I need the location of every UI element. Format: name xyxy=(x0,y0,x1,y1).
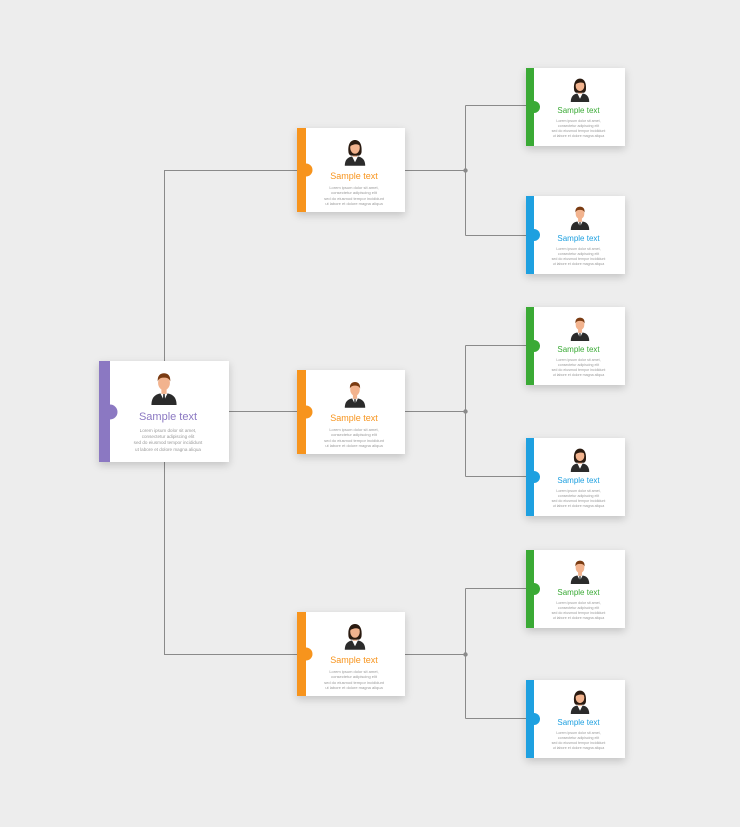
card-description-line: ut labore et dolore magna aliqua xyxy=(552,372,605,377)
card-description: Lorem ipsum dolor sit amet,consectetur a… xyxy=(526,247,625,266)
card-description-line: Lorem ipsum dolor sit amet, xyxy=(556,358,601,362)
card-description-line: ut labore et dolore magna aliqua xyxy=(552,261,605,266)
card-description-line: ut labore et dolore magna aliqua xyxy=(325,201,383,207)
card-title: Sample text xyxy=(330,655,378,665)
male-avatar-icon xyxy=(569,559,591,584)
card-description-line: sed do eiusmod tempor incididunt xyxy=(551,498,606,503)
card-description: Lorem ipsum dolor sit amet,consectetur a… xyxy=(526,731,625,750)
card-description-line: Lorem ipsum dolor sit amet, xyxy=(139,428,197,433)
card-description-line: sed do eiusmod tempor incididunt xyxy=(133,440,203,446)
card-description-line: Lorem ipsum dolor sit amet, xyxy=(556,119,601,123)
card-connector-nub xyxy=(102,404,118,419)
female-avatar-icon xyxy=(569,77,591,102)
card-description-line: consectetur adipiscing elit xyxy=(557,362,600,367)
card-description-line: ut labore et dolore magna aliqua xyxy=(552,133,605,138)
card-title: Sample text xyxy=(330,413,378,423)
card-description-line: sed do eiusmod tempor incididunt xyxy=(551,367,606,372)
card-description-line: Lorem ipsum dolor sit amet, xyxy=(556,731,601,735)
card-description-line: sed do eiusmod tempor incididunt xyxy=(324,195,384,201)
card-description: Lorem ipsum dolor sit amet,consectetur a… xyxy=(526,601,625,620)
female-avatar-icon xyxy=(569,447,591,472)
card-description: Lorem ipsum dolor sit amet,consectetur a… xyxy=(526,119,625,138)
card-description: Lorem ipsum dolor sit amet,consectetur a… xyxy=(297,669,405,691)
card-description-line: ut labore et dolore magna aliqua xyxy=(552,745,605,750)
card-description-line: Lorem ipsum dolor sit amet, xyxy=(329,427,379,432)
card-description-line: sed do eiusmod tempor incididunt xyxy=(551,256,606,261)
card-connector-nub xyxy=(299,405,313,419)
card-title: Sample text xyxy=(557,718,600,727)
card-title: Sample text xyxy=(557,476,600,485)
card-description-line: consectetur adipiscing elit xyxy=(331,190,377,196)
card-title: Sample text xyxy=(557,345,600,354)
female-avatar-icon xyxy=(343,138,367,166)
card-description-line: consectetur adipiscing elit xyxy=(557,493,600,498)
junction-dot xyxy=(463,409,468,414)
male-avatar-icon xyxy=(149,371,179,405)
card-connector-nub xyxy=(299,647,313,661)
card-description-line: Lorem ipsum dolor sit amet, xyxy=(329,185,379,190)
card-description-line: sed do eiusmod tempor incididunt xyxy=(551,610,606,615)
card-title: Sample text xyxy=(330,171,378,181)
card-description-line: sed do eiusmod tempor incididunt xyxy=(324,437,384,443)
card-description-line: ut labore et dolore magna aliqua xyxy=(552,503,605,508)
card-description-line: Lorem ipsum dolor sit amet, xyxy=(329,669,379,674)
card-description-line: ut labore et dolore magna aliqua xyxy=(325,443,383,449)
card-description: Lorem ipsum dolor sit amet,consectetur a… xyxy=(526,489,625,508)
card-description: Lorem ipsum dolor sit amet,consectetur a… xyxy=(297,427,405,449)
card-description-line: consectetur adipiscing elit xyxy=(141,434,195,440)
male-avatar-icon xyxy=(569,205,591,230)
card-title: Sample text xyxy=(138,411,198,423)
male-avatar-icon xyxy=(569,316,591,341)
card-title: Sample text xyxy=(557,234,600,243)
junction-dot xyxy=(463,652,468,657)
card-title: Sample text xyxy=(557,588,600,597)
card-description-line: consectetur adipiscing elit xyxy=(557,251,600,256)
card-description-line: consectetur adipiscing elit xyxy=(557,735,600,740)
card-description-line: sed do eiusmod tempor incididunt xyxy=(324,679,384,685)
card-description-line: ut labore et dolore magna aliqua xyxy=(135,446,201,452)
card-connector-nub xyxy=(528,340,540,352)
male-avatar-icon xyxy=(343,380,367,408)
card-connector-nub xyxy=(528,229,540,241)
card-description: Lorem ipsum dolor sit amet,consectetur a… xyxy=(99,428,229,453)
card-connector-nub xyxy=(299,163,313,177)
card-description: Lorem ipsum dolor sit amet,consectetur a… xyxy=(297,185,405,207)
card-description-line: consectetur adipiscing elit xyxy=(331,432,377,438)
card-description-line: Lorem ipsum dolor sit amet, xyxy=(556,489,601,493)
card-connector-nub xyxy=(528,713,540,725)
junction-dot xyxy=(463,168,468,173)
card-description: Lorem ipsum dolor sit amet,consectetur a… xyxy=(526,358,625,377)
card-description-line: consectetur adipiscing elit xyxy=(557,605,600,610)
card-description-line: ut labore et dolore magna aliqua xyxy=(325,685,383,691)
card-title: Sample text xyxy=(557,106,600,115)
female-avatar-icon xyxy=(343,622,367,650)
card-description-line: consectetur adipiscing elit xyxy=(331,674,377,680)
female-avatar-icon xyxy=(569,689,591,714)
card-connector-nub xyxy=(528,583,540,595)
card-connector-nub xyxy=(528,101,540,113)
card-description-line: consectetur adipiscing elit xyxy=(557,123,600,128)
card-description-line: Lorem ipsum dolor sit amet, xyxy=(556,247,601,251)
connector-root-branches xyxy=(164,170,297,655)
card-connector-nub xyxy=(528,471,540,483)
card-description-line: sed do eiusmod tempor incididunt xyxy=(551,740,606,745)
card-description-line: Lorem ipsum dolor sit amet, xyxy=(556,601,601,605)
card-description-line: ut labore et dolore magna aliqua xyxy=(552,615,605,620)
card-description-line: sed do eiusmod tempor incididunt xyxy=(551,128,606,133)
